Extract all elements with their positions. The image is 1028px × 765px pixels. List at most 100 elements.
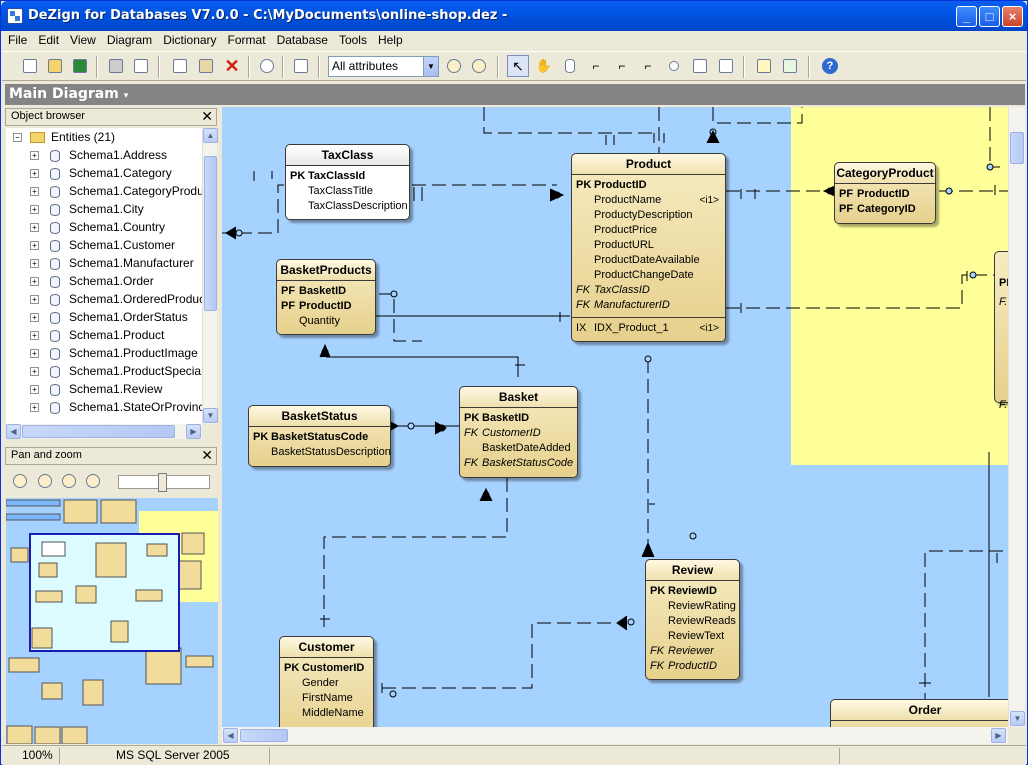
canvas-vertical-scrollbar[interactable]: ▼ xyxy=(1008,107,1025,727)
menu-format[interactable]: Format xyxy=(227,33,266,47)
app-icon[interactable] xyxy=(7,8,23,24)
menu-dictionary[interactable]: Dictionary xyxy=(163,33,217,47)
maximize-button[interactable]: □ xyxy=(979,6,1000,27)
expand-icon[interactable]: + xyxy=(30,151,39,160)
stamp-tool-icon[interactable] xyxy=(663,55,685,77)
entity-attribute: ProductURL xyxy=(572,238,725,253)
menu-file[interactable]: File xyxy=(8,33,28,47)
close-icon[interactable]: ✕ xyxy=(201,108,213,124)
menu-help[interactable]: Help xyxy=(377,33,403,47)
chevron-down-icon[interactable]: ▼ xyxy=(423,57,438,76)
note-tool-icon[interactable] xyxy=(715,55,737,77)
copy-icon[interactable] xyxy=(169,55,191,77)
close-icon[interactable]: ✕ xyxy=(201,447,213,463)
expand-icon[interactable]: + xyxy=(30,277,39,286)
zoom-fit-icon[interactable] xyxy=(82,470,104,492)
title-bar[interactable]: DeZign for Databases V7.0.0 - C:\MyDocum… xyxy=(1,1,1027,31)
print-preview-icon[interactable] xyxy=(130,55,152,77)
menu-view[interactable]: View xyxy=(70,33,96,47)
identifying-relationship-icon[interactable]: ⌐ xyxy=(618,59,626,73)
diagram-tab[interactable]: Main Diagram ▾ xyxy=(5,84,1025,105)
expand-icon[interactable]: + xyxy=(30,259,39,268)
collapse-icon[interactable]: − xyxy=(13,133,22,142)
zoom-in-icon[interactable] xyxy=(9,470,31,492)
tree-horizontal-scrollbar[interactable]: ◀ ▶ xyxy=(6,424,202,439)
expand-icon[interactable]: + xyxy=(30,313,39,322)
expand-icon[interactable]: + xyxy=(30,331,39,340)
zoom-out-icon[interactable] xyxy=(468,55,490,77)
check-model-icon[interactable] xyxy=(779,55,801,77)
key-marker: FK xyxy=(650,645,665,657)
save-icon[interactable] xyxy=(69,55,91,77)
paste-icon[interactable] xyxy=(195,55,217,77)
entity-partial-right[interactable]: PI F. F. xyxy=(994,251,1008,411)
status-panel xyxy=(839,748,1026,764)
attribute-display-select[interactable]: All attributes▼ xyxy=(328,56,439,77)
expand-icon[interactable]: + xyxy=(30,403,39,412)
expand-icon[interactable]: + xyxy=(30,205,39,214)
menu-tools[interactable]: Tools xyxy=(338,33,367,47)
tree-vertical-scrollbar[interactable]: ▲ ▼ xyxy=(202,128,218,424)
scroll-down-icon[interactable]: ▼ xyxy=(203,408,218,423)
attribute-name: BasketDateAdded xyxy=(482,442,571,454)
new-icon[interactable] xyxy=(19,55,41,77)
tree-item-label: Schema1.OrderedProduct xyxy=(69,292,202,306)
scroll-thumb[interactable] xyxy=(1010,132,1024,164)
hand-tool-icon[interactable]: ✋ xyxy=(535,58,553,73)
open-icon[interactable] xyxy=(44,55,66,77)
pan-zoom-overview[interactable] xyxy=(6,498,218,744)
scroll-left-icon[interactable]: ◀ xyxy=(223,728,238,743)
key-marker: PK xyxy=(464,412,480,424)
delete-icon[interactable]: ✕ xyxy=(224,55,240,76)
entity-tool-icon[interactable] xyxy=(559,55,581,77)
expand-icon[interactable]: + xyxy=(30,295,39,304)
expand-icon[interactable]: + xyxy=(30,223,39,232)
expand-icon[interactable]: + xyxy=(30,349,39,358)
image-tool-icon[interactable] xyxy=(689,55,711,77)
scroll-up-icon[interactable]: ▲ xyxy=(203,128,218,143)
zoom-slider[interactable] xyxy=(118,473,210,492)
expand-icon[interactable]: + xyxy=(30,169,39,178)
scroll-right-icon[interactable]: ▶ xyxy=(991,728,1006,743)
zoom-actual-icon[interactable] xyxy=(58,470,80,492)
expand-icon[interactable]: + xyxy=(30,241,39,250)
scroll-thumb[interactable] xyxy=(22,425,175,438)
expand-icon[interactable]: + xyxy=(30,367,39,376)
slider-thumb[interactable] xyxy=(158,473,167,492)
expand-icon[interactable]: + xyxy=(30,187,39,196)
zoom-out-icon[interactable] xyxy=(34,470,56,492)
zoom-in-icon[interactable] xyxy=(443,55,465,77)
entity-order[interactable]: Order xyxy=(830,699,1008,727)
relationship-tool-icon[interactable]: ⌐ xyxy=(592,59,600,73)
expand-icon[interactable]: + xyxy=(30,385,39,394)
zoom-fit-icon[interactable] xyxy=(290,55,312,77)
close-button[interactable]: × xyxy=(1002,6,1023,27)
scroll-down-icon[interactable]: ▼ xyxy=(1010,711,1025,726)
scroll-thumb[interactable] xyxy=(240,729,288,742)
help-icon[interactable]: ? xyxy=(819,55,841,77)
minimize-button[interactable]: _ xyxy=(956,6,977,27)
canvas-horizontal-scrollbar[interactable]: ◀ ▶ xyxy=(222,727,1008,744)
self-relationship-icon[interactable]: ⌐ xyxy=(644,59,652,73)
scroll-left-icon[interactable]: ◀ xyxy=(6,424,21,439)
menu-edit[interactable]: Edit xyxy=(38,33,60,47)
generate-icon[interactable] xyxy=(256,55,278,77)
scroll-thumb[interactable] xyxy=(204,156,217,311)
chevron-down-icon[interactable]: ▾ xyxy=(123,91,129,101)
scroll-right-icon[interactable]: ▶ xyxy=(186,424,201,439)
menu-diagram[interactable]: Diagram xyxy=(106,33,153,47)
menu-database[interactable]: Database xyxy=(276,33,328,47)
edit-icon[interactable] xyxy=(753,55,775,77)
pointer-tool-icon[interactable]: ↖ xyxy=(507,55,529,77)
print-icon[interactable] xyxy=(105,55,127,77)
